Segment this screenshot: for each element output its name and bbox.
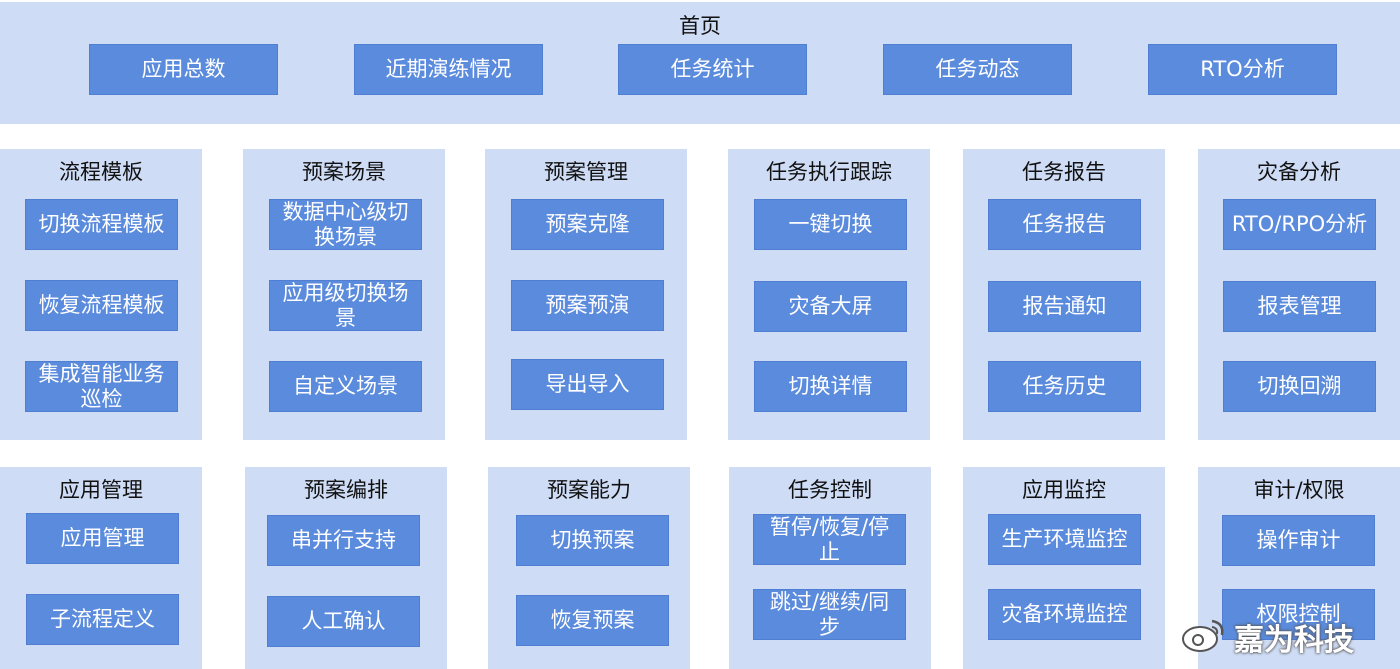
panel-title: 应用管理 (59, 478, 143, 502)
panel-title: 预案管理 (544, 160, 628, 184)
module-item[interactable]: 恢复预案 (516, 595, 669, 646)
panel-app-management: 应用管理 应用管理 子流程定义 (0, 467, 202, 669)
module-item[interactable]: 暂停/恢复/停止 (753, 514, 906, 565)
panel-plan-orchestration: 预案编排 串并行支持 人工确认 (245, 467, 447, 669)
module-item[interactable]: 导出导入 (511, 359, 664, 410)
module-item[interactable]: 灾备环境监控 (988, 589, 1141, 640)
panel-dr-analysis: 灾备分析 RTO/RPO分析 报表管理 切换回溯 (1198, 149, 1400, 440)
panel-task-tracking: 任务执行跟踪 一键切换 灾备大屏 切换详情 (728, 149, 930, 440)
home-item-task-dynamics[interactable]: 任务动态 (883, 44, 1072, 95)
module-item[interactable]: 子流程定义 (26, 594, 179, 645)
panel-title: 流程模板 (59, 160, 143, 184)
panel-process-template: 流程模板 切换流程模板 恢复流程模板 集成智能业务巡检 (0, 149, 202, 440)
panel-title: 应用监控 (1022, 478, 1106, 502)
module-item[interactable]: 集成智能业务巡检 (25, 361, 178, 412)
panel-app-monitoring: 应用监控 生产环境监控 灾备环境监控 (963, 467, 1165, 669)
module-item[interactable]: 任务报告 (988, 199, 1141, 250)
panel-title: 预案编排 (304, 478, 388, 502)
module-item[interactable]: 切换流程模板 (25, 199, 178, 250)
home-item-rto-analysis[interactable]: RTO分析 (1148, 44, 1337, 95)
panel-audit-permission: 审计/权限 操作审计 权限控制 (1198, 467, 1400, 669)
module-item[interactable]: 预案预演 (511, 280, 664, 331)
module-item[interactable]: 报表管理 (1223, 281, 1376, 332)
weibo-icon (1180, 615, 1228, 659)
module-item[interactable]: 切换回溯 (1223, 361, 1376, 412)
watermark-text: 嘉为科技 (1234, 623, 1354, 658)
module-item[interactable]: 操作审计 (1222, 515, 1375, 566)
module-item[interactable]: 串并行支持 (267, 515, 420, 566)
panel-title: 灾备分析 (1257, 160, 1341, 184)
module-item[interactable]: 自定义场景 (269, 361, 422, 412)
module-item[interactable]: 预案克隆 (511, 199, 664, 250)
panel-title: 审计/权限 (1253, 478, 1345, 502)
panel-task-control: 任务控制 暂停/恢复/停止 跳过/继续/同步 (729, 467, 931, 669)
home-item-task-stats[interactable]: 任务统计 (618, 44, 807, 95)
panel-title: 预案场景 (302, 160, 386, 184)
module-item[interactable]: 权限控制 (1222, 589, 1375, 640)
module-item[interactable]: 切换预案 (516, 515, 669, 566)
module-item[interactable]: 恢复流程模板 (25, 280, 178, 331)
panel-title: 任务控制 (788, 478, 872, 502)
module-item[interactable]: 人工确认 (267, 596, 420, 647)
module-item[interactable]: 一键切换 (754, 199, 907, 250)
panel-title: 任务报告 (1022, 160, 1106, 184)
module-item[interactable]: 应用管理 (26, 513, 179, 564)
module-item[interactable]: 报告通知 (988, 281, 1141, 332)
module-item[interactable]: 切换详情 (754, 361, 907, 412)
panel-plan-capability: 预案能力 切换预案 恢复预案 (488, 467, 690, 669)
module-item[interactable]: 应用级切换场景 (269, 280, 422, 331)
panel-title: 预案能力 (547, 478, 631, 502)
panel-plan-management: 预案管理 预案克隆 预案预演 导出导入 (485, 149, 687, 440)
module-item[interactable]: RTO/RPO分析 (1223, 199, 1376, 250)
module-item[interactable]: 灾备大屏 (754, 281, 907, 332)
watermark: 嘉为科技 (1180, 612, 1354, 662)
panel-plan-scenario: 预案场景 数据中心级切换场景 应用级切换场景 自定义场景 (243, 149, 445, 440)
module-item[interactable]: 任务历史 (988, 361, 1141, 412)
home-title: 首页 (679, 14, 721, 38)
module-item[interactable]: 跳过/继续/同步 (753, 589, 906, 640)
panel-title: 任务执行跟踪 (766, 160, 892, 184)
panel-task-report: 任务报告 任务报告 报告通知 任务历史 (963, 149, 1165, 440)
home-item-recent-drills[interactable]: 近期演练情况 (354, 44, 543, 95)
home-item-app-count[interactable]: 应用总数 (89, 44, 278, 95)
module-item[interactable]: 生产环境监控 (988, 514, 1141, 565)
home-panel: 首页 应用总数 近期演练情况 任务统计 任务动态 RTO分析 (0, 2, 1400, 124)
module-item[interactable]: 数据中心级切换场景 (269, 199, 422, 250)
